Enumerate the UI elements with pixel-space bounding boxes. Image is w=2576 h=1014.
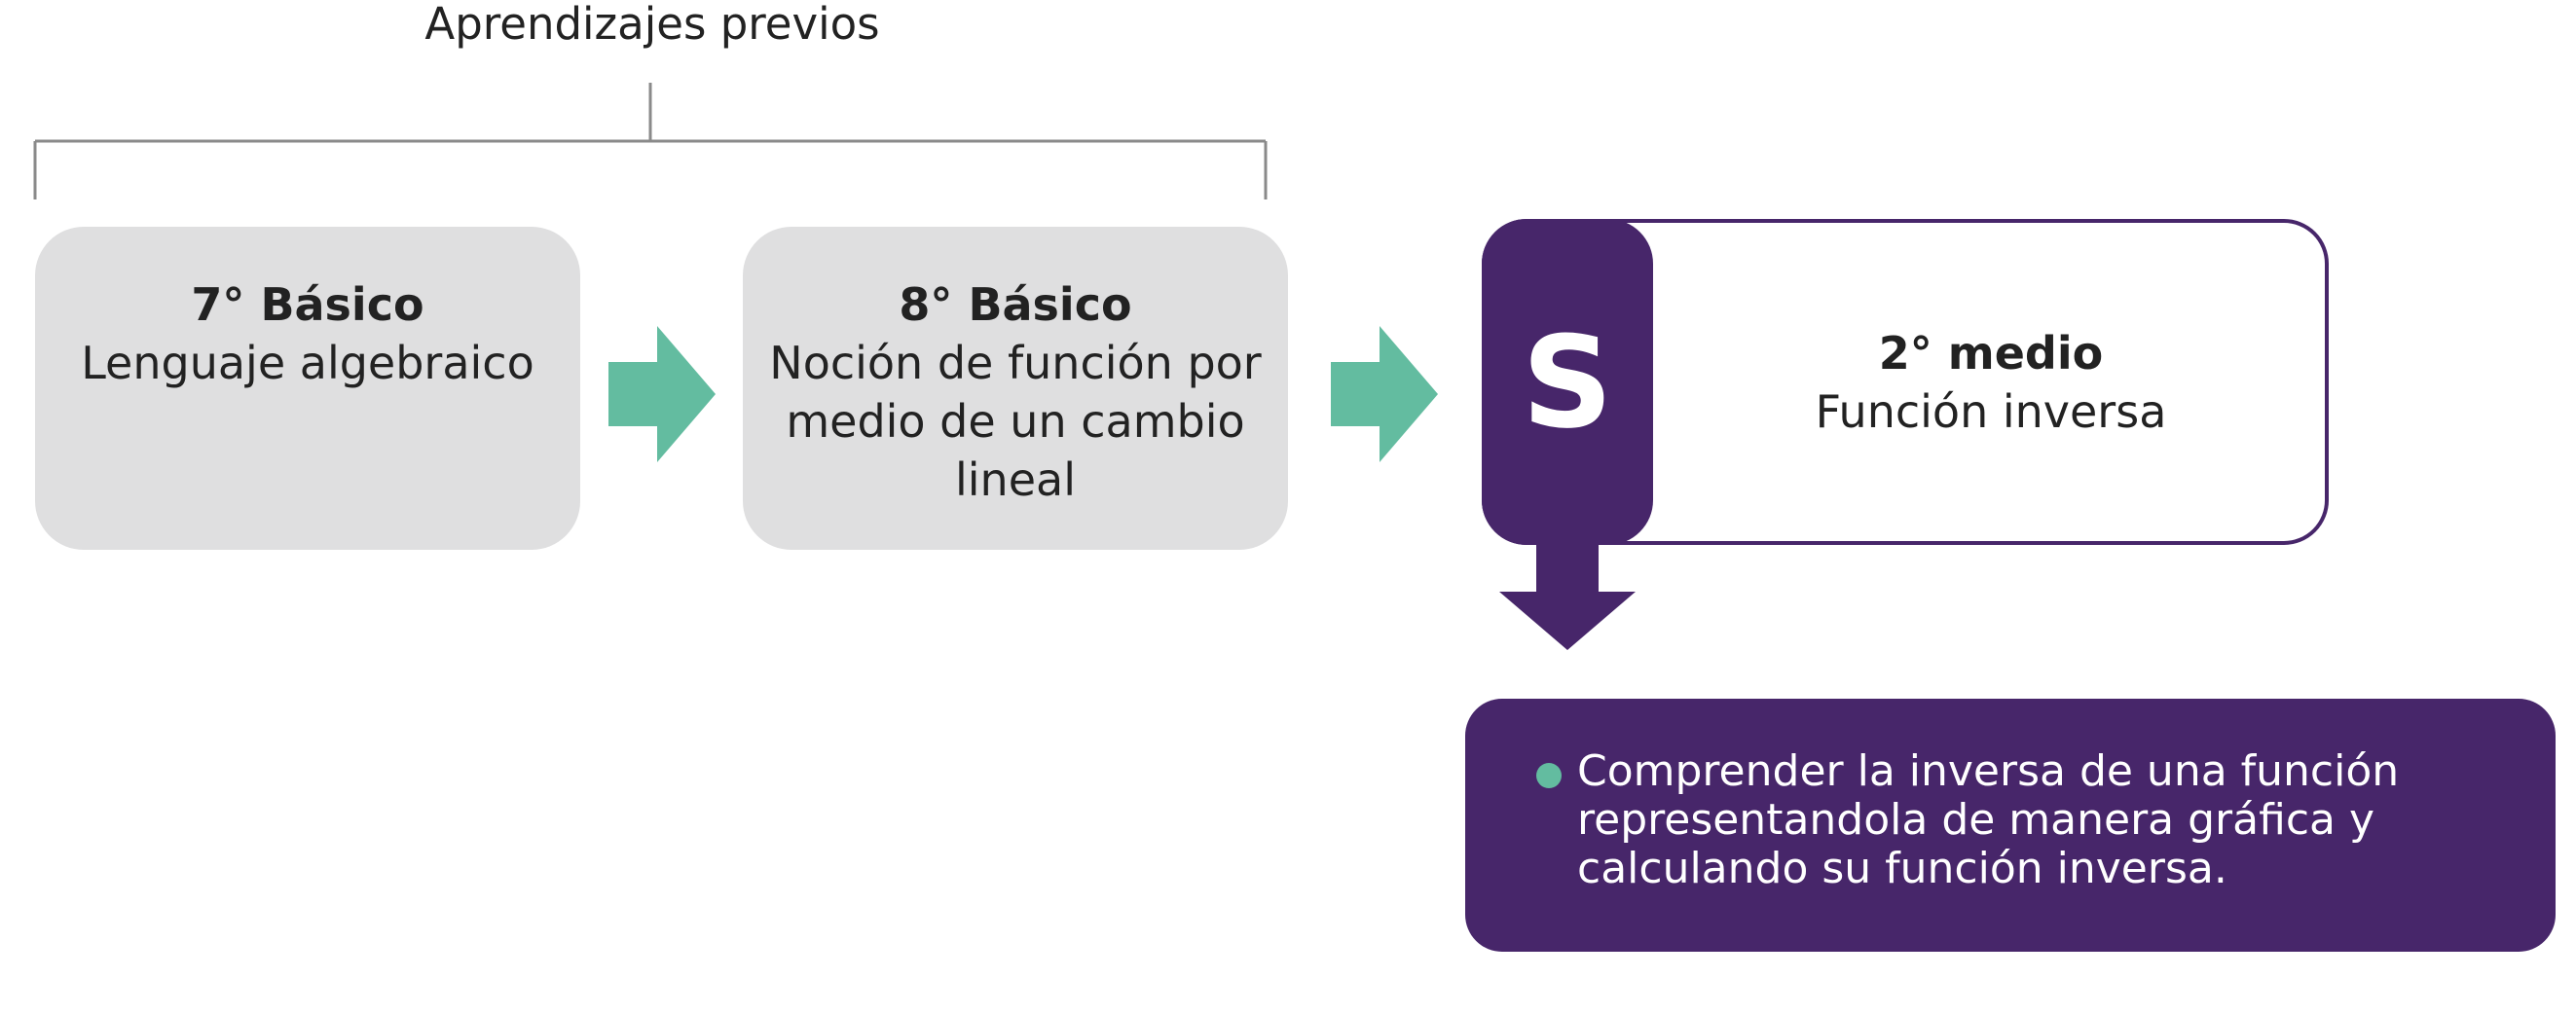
bullet-dot-icon xyxy=(1536,763,1562,788)
prior-learning-title: Aprendizajes previos xyxy=(424,0,880,50)
current-level: 2° medio xyxy=(1878,326,2104,380)
objectives-box: Comprender la inversa de una función rep… xyxy=(1465,699,2556,952)
prior-level: 7° Básico xyxy=(191,278,424,331)
arrow-down-icon xyxy=(1499,537,1636,650)
arrow-right-icon xyxy=(1331,326,1438,462)
prior-topic: Noción de función por medio de un cambio… xyxy=(769,337,1262,506)
objective-text: Comprender la inversa de una función rep… xyxy=(1577,746,2400,893)
arrow-right-icon xyxy=(608,326,716,462)
prior-box-8-basico: 8° Básico Noción de función por medio de… xyxy=(743,227,1288,550)
prior-level: 8° Básico xyxy=(899,278,1132,331)
objective-item: Comprender la inversa de una función rep… xyxy=(1536,746,2517,893)
current-topic: Función inversa xyxy=(1815,384,2167,438)
unit-badge: S xyxy=(1482,219,1653,545)
current-unit-text: 2° medio Función inversa xyxy=(1653,219,2329,545)
prior-box-7-basico: 7° Básico Lenguaje algebraico xyxy=(35,227,580,550)
prior-topic: Lenguaje algebraico xyxy=(81,337,534,389)
